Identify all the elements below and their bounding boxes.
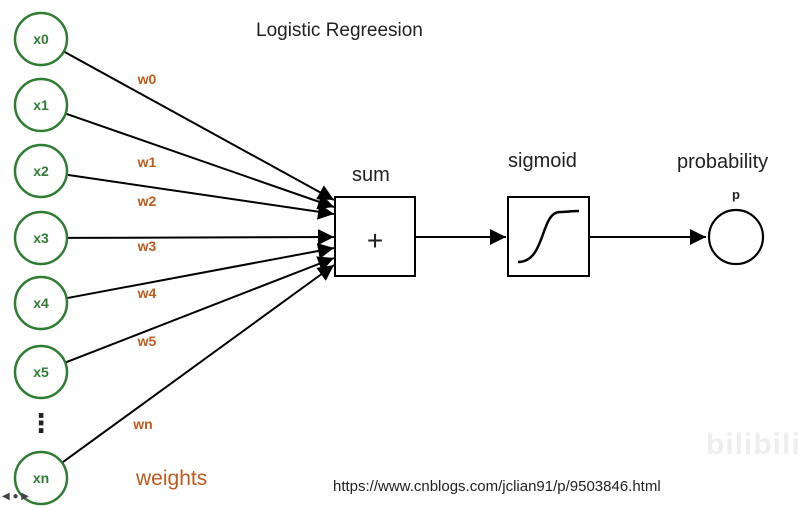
sigmoid-curve-icon — [517, 209, 580, 264]
input-label-x2: x2 — [33, 163, 49, 179]
input-label-x5: x5 — [33, 364, 49, 380]
input-label-x3: x3 — [33, 230, 49, 246]
input-node-xn — [13, 450, 69, 506]
input-node-x1 — [13, 77, 69, 133]
sum-label: sum — [352, 164, 390, 186]
sum-symbol: + — [367, 225, 383, 256]
player-controls-icon[interactable]: ◀︎ ● ▶︎ — [2, 491, 29, 502]
source-url[interactable]: https://www.cnblogs.com/jclian91/p/95038… — [333, 478, 661, 495]
weight-label-w4: w4 — [137, 285, 157, 301]
edge-x3 — [66, 229, 335, 246]
input-edges — [61, 50, 335, 464]
input-label-xn: xn — [33, 470, 49, 486]
weight-label-w1: w1 — [137, 154, 157, 170]
weight-label-w3: w3 — [137, 238, 157, 254]
diagram-title: Logistic Regreesion — [256, 20, 423, 41]
input-label-x4: x4 — [33, 295, 49, 311]
watermark-logo: bilibili — [706, 428, 801, 461]
edge-x4 — [66, 243, 335, 300]
weights-caption: weights — [136, 467, 208, 490]
input-label-x1: x1 — [33, 97, 49, 113]
edge-x2 — [66, 173, 335, 220]
weight-label-w2: w2 — [137, 193, 157, 209]
input-node-x5 — [13, 344, 69, 400]
input-node-x2 — [13, 143, 69, 199]
output-symbol: p — [732, 187, 740, 202]
input-node-x0 — [13, 11, 69, 67]
sigmoid-box — [507, 196, 590, 277]
edge-x5 — [64, 256, 335, 364]
weight-labels: w0 w1 w2 w3 w4 w5 wn — [132, 71, 156, 432]
input-nodes: x0 x1 x2 x3 x4 x5 xn — [13, 11, 69, 506]
output-label: probability — [677, 151, 769, 173]
input-node-x4 — [13, 275, 69, 331]
input-node-x3 — [13, 210, 69, 266]
output-node — [707, 208, 765, 266]
weight-label-w5: w5 — [137, 333, 157, 349]
sigmoid-label: sigmoid — [508, 150, 577, 172]
edge-xn — [61, 264, 335, 464]
weight-label-wn: wn — [132, 416, 152, 432]
edge-x1 — [65, 112, 335, 210]
input-ellipsis: ⋮ — [28, 408, 54, 438]
sum-box — [334, 196, 416, 277]
weight-label-w0: w0 — [137, 71, 157, 87]
input-label-x0: x0 — [33, 31, 49, 47]
edge-x0 — [63, 50, 335, 201]
